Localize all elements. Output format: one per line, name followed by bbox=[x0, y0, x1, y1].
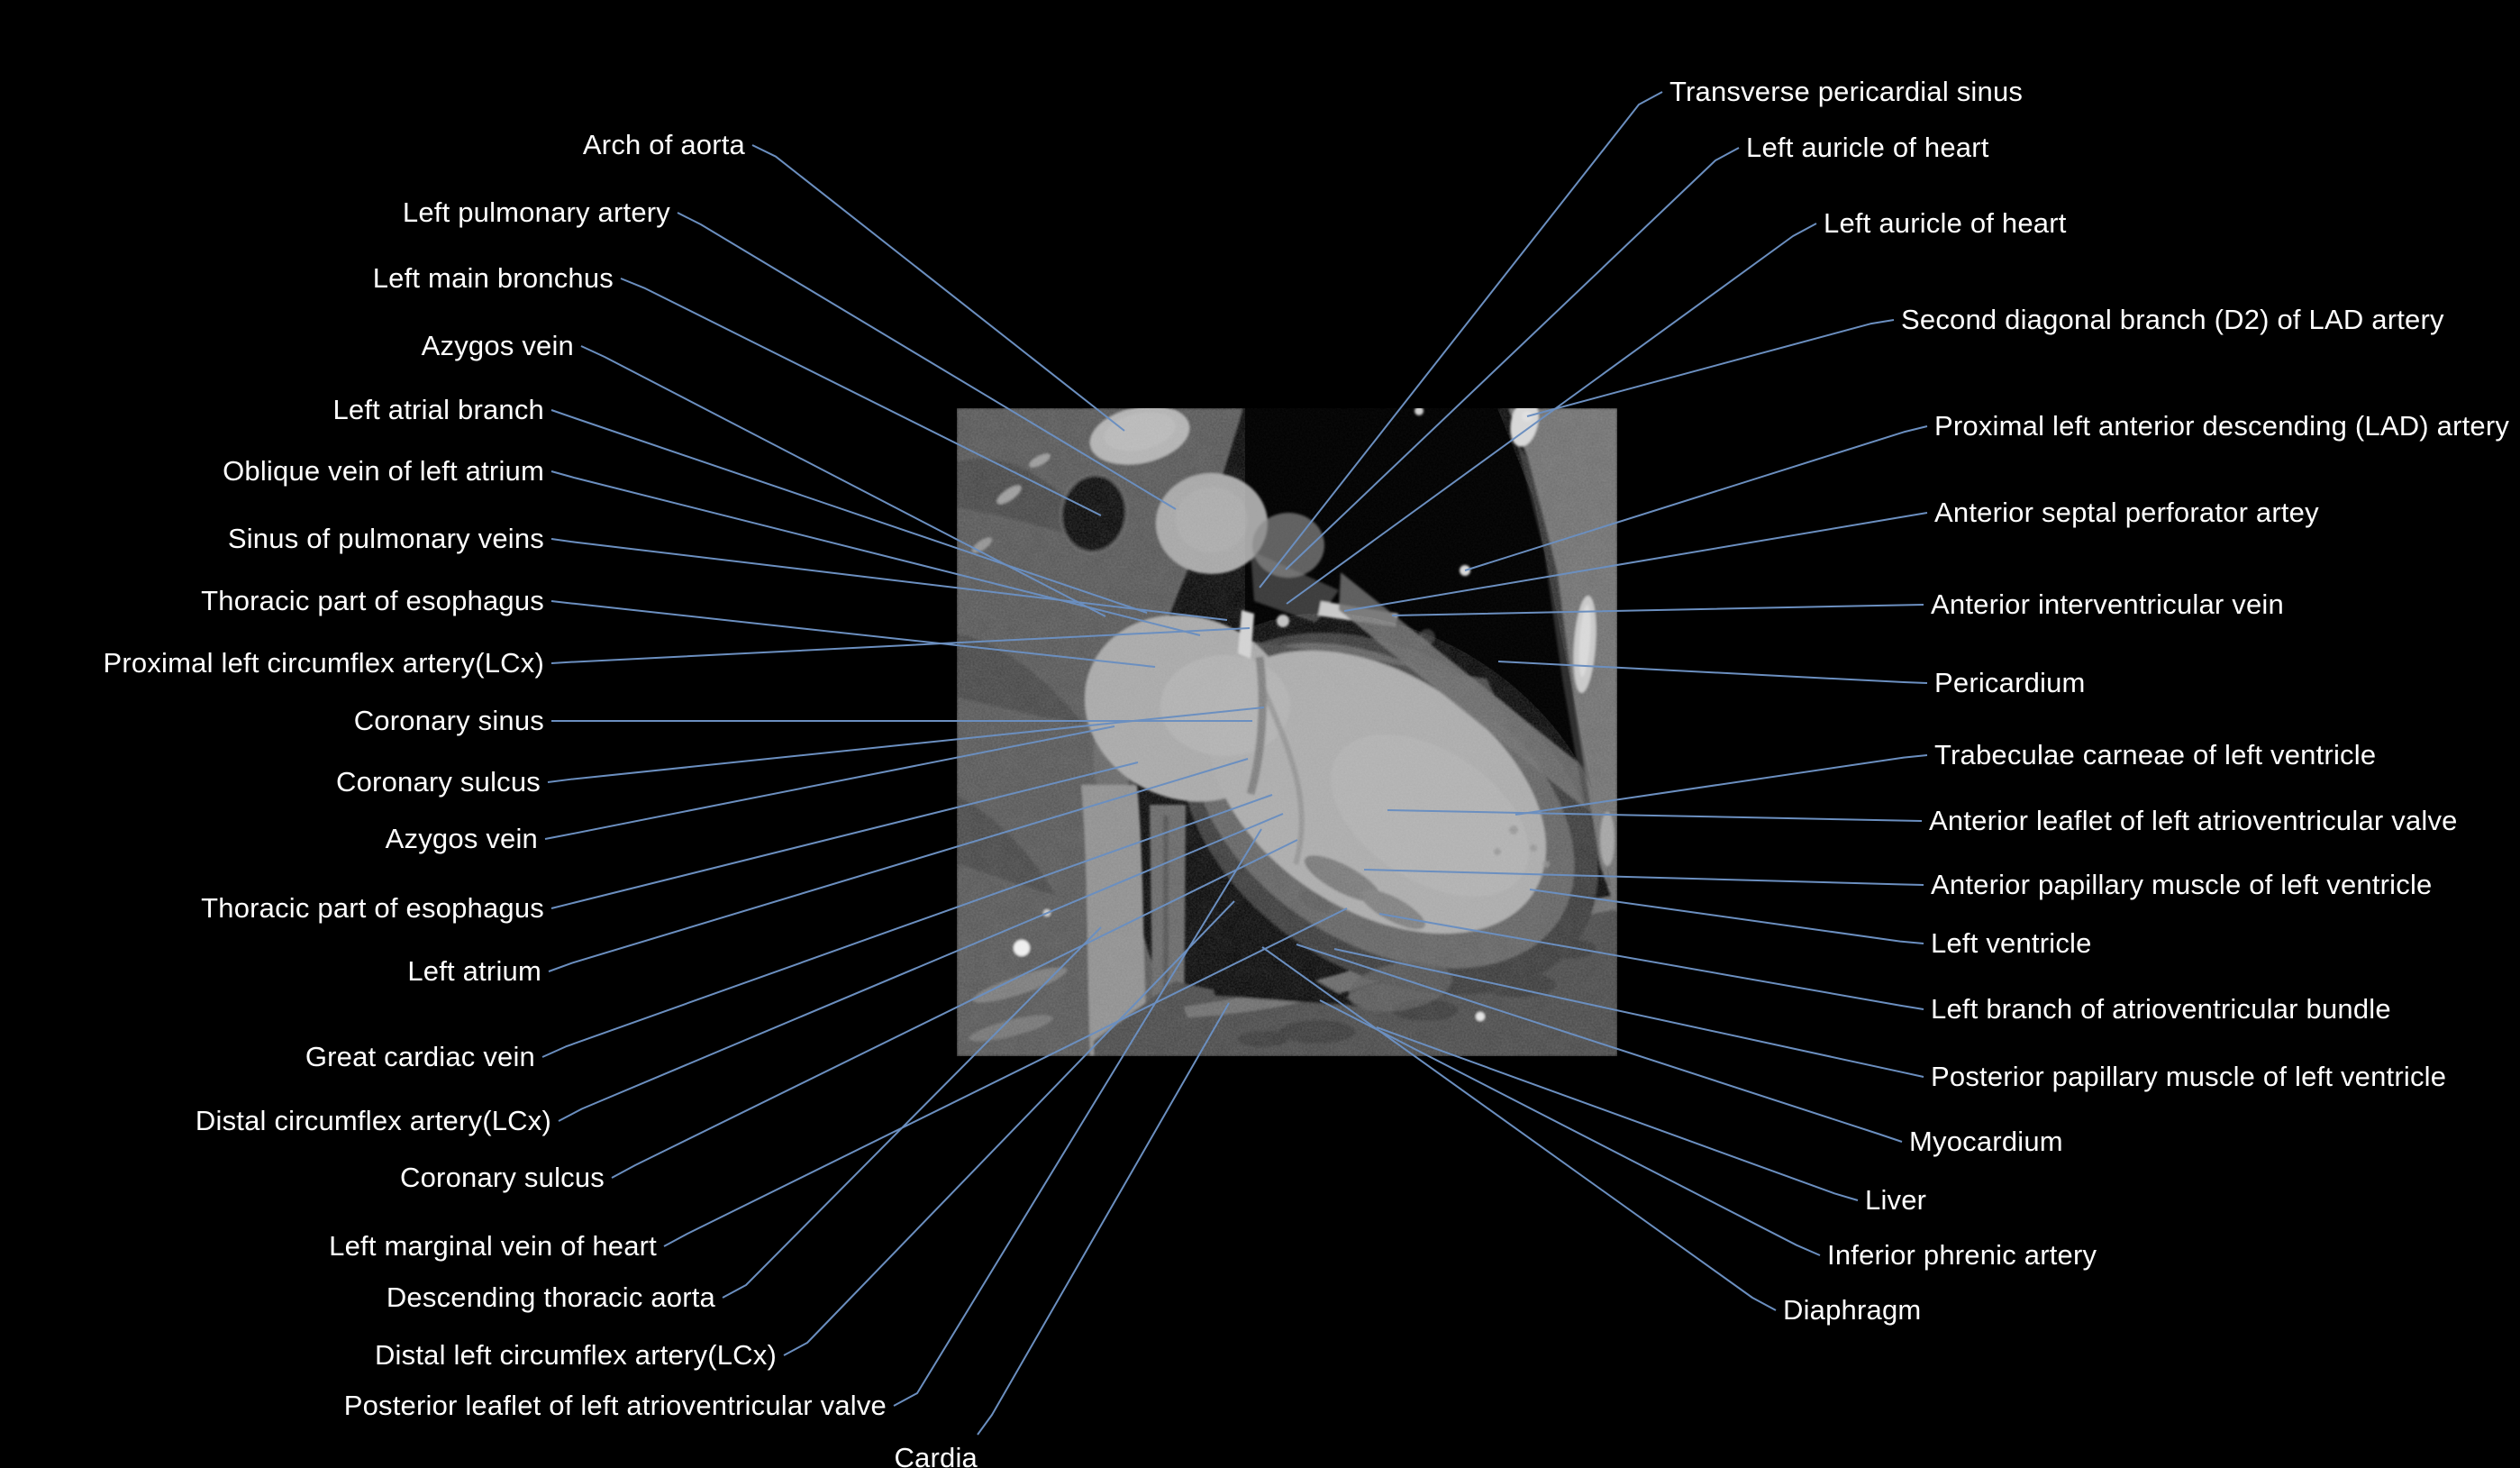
label-trabeculae-carneae: Trabeculae carneae of left ventricle bbox=[1934, 739, 2377, 770]
label-left-branch-av-bundle: Left branch of atrioventricular bundle bbox=[1931, 993, 2391, 1025]
label-azygos-vein-upper: Azygos vein bbox=[421, 330, 574, 361]
label-pericardium: Pericardium bbox=[1934, 667, 2086, 698]
label-proximal-lcx: Proximal left circumflex artery(LCx) bbox=[103, 647, 544, 679]
label-posterior-leaflet: Posterior leaflet of left atrioventricul… bbox=[343, 1390, 887, 1421]
label-distal-left-lcx: Distal left circumflex artery(LCx) bbox=[374, 1339, 777, 1371]
label-anterior-interventricular-vein: Anterior interventricular vein bbox=[1931, 588, 2284, 620]
label-left-ventricle: Left ventricle bbox=[1931, 927, 2092, 959]
label-proximal-lad: Proximal left anterior descending (LAD) … bbox=[1934, 410, 2510, 442]
label-coronary-sulcus-upper: Coronary sulcus bbox=[336, 766, 541, 798]
label-left-main-bronchus: Left main bronchus bbox=[372, 262, 614, 294]
label-coronary-sulcus-lower: Coronary sulcus bbox=[400, 1162, 605, 1193]
label-left-auricle-2: Left auricle of heart bbox=[1824, 207, 2067, 239]
label-left-atrial-branch: Left atrial branch bbox=[332, 394, 544, 425]
label-anterior-papillary: Anterior papillary muscle of left ventri… bbox=[1931, 869, 2433, 900]
label-coronary-sinus: Coronary sinus bbox=[353, 705, 544, 736]
label-cardia: Cardia bbox=[894, 1442, 978, 1468]
label-second-diagonal-d2: Second diagonal branch (D2) of LAD arter… bbox=[1901, 304, 2444, 335]
label-inferior-phrenic-artery: Inferior phrenic artery bbox=[1827, 1239, 2097, 1271]
label-azygos-vein-lower: Azygos vein bbox=[385, 823, 538, 854]
label-arch-of-aorta: Arch of aorta bbox=[582, 129, 745, 160]
label-transverse-pericardial-sinus: Transverse pericardial sinus bbox=[1669, 76, 2024, 107]
label-diaphragm: Diaphragm bbox=[1783, 1294, 1922, 1326]
label-descending-thoracic-aorta: Descending thoracic aorta bbox=[386, 1281, 715, 1313]
label-liver: Liver bbox=[1865, 1184, 1927, 1216]
label-anterior-leaflet: Anterior leaflet of left atrioventricula… bbox=[1929, 805, 2458, 836]
label-oblique-vein-left-atrium: Oblique vein of left atrium bbox=[223, 455, 544, 487]
label-sinus-pulmonary-veins: Sinus of pulmonary veins bbox=[227, 523, 544, 554]
label-left-auricle-1: Left auricle of heart bbox=[1746, 132, 1989, 163]
label-thoracic-esophagus-upper: Thoracic part of esophagus bbox=[201, 585, 544, 616]
label-thoracic-esophagus-lower: Thoracic part of esophagus bbox=[201, 892, 544, 924]
label-distal-circumflex-artery: Distal circumflex artery(LCx) bbox=[195, 1105, 551, 1136]
label-left-pulmonary-artery: Left pulmonary artery bbox=[402, 196, 670, 228]
label-left-marginal-vein: Left marginal vein of heart bbox=[329, 1230, 657, 1262]
label-myocardium: Myocardium bbox=[1909, 1126, 2063, 1157]
label-anterior-septal-perforator: Anterior septal perforator artey bbox=[1934, 497, 2319, 528]
label-great-cardiac-vein: Great cardiac vein bbox=[305, 1041, 535, 1072]
label-posterior-papillary: Posterior papillary muscle of left ventr… bbox=[1931, 1061, 2447, 1092]
label-left-atrium: Left atrium bbox=[407, 955, 541, 987]
